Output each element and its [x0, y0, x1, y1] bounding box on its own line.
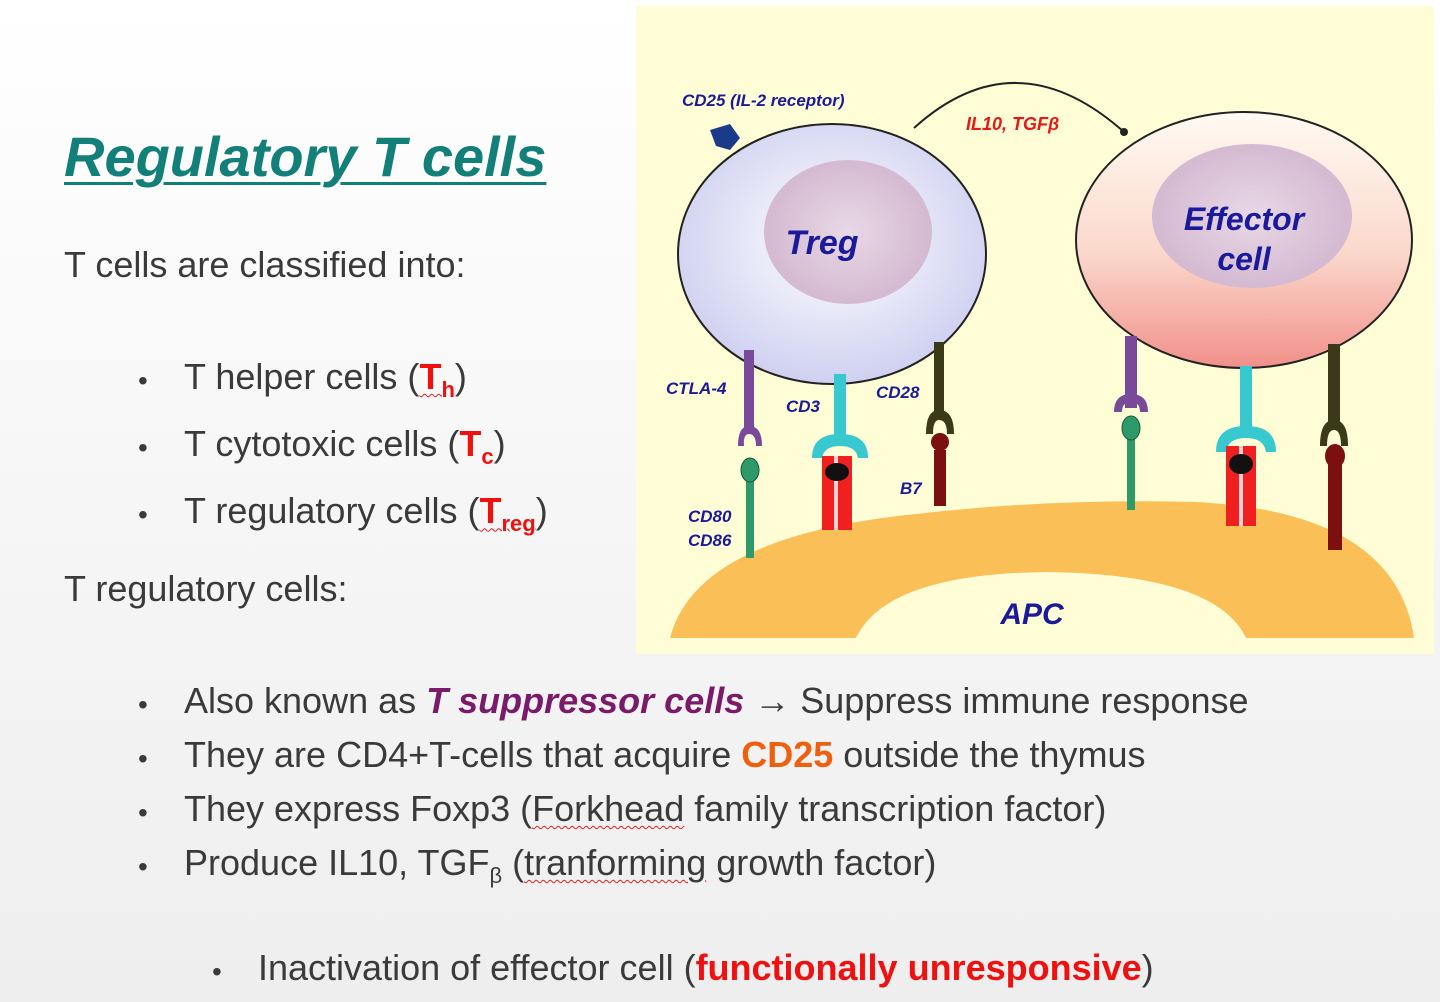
- mhc-groove: [834, 456, 838, 530]
- cd80-stalk: [746, 480, 754, 558]
- treg-nucleus: [764, 160, 932, 304]
- cd80-label: CD80: [688, 507, 732, 526]
- b7-stalk: [934, 450, 946, 506]
- effector-label-line1: Effector: [1184, 201, 1306, 237]
- cd25-receptor: [710, 124, 740, 150]
- effector-b7-head: [1325, 444, 1345, 468]
- t-regulatory-symbol: Treg: [479, 490, 536, 537]
- cd80-head: [740, 457, 760, 483]
- tcr-cup: [812, 434, 868, 458]
- list-item: Inactivation of effector cell (functiona…: [212, 944, 1154, 996]
- effector-label-line2: cell: [1217, 241, 1271, 277]
- effector-cd3-stalk: [1240, 366, 1252, 428]
- ctla4-cup: [738, 426, 762, 446]
- t-suppressor-emphasis: T suppressor cells: [426, 680, 745, 721]
- apc-inner-cutout: [856, 572, 1246, 638]
- cd28-label: CD28: [876, 383, 920, 402]
- ctla4-label: CTLA-4: [666, 379, 727, 398]
- t-cell-class-list: T helper cells (Th) T cytotoxic cells (T…: [138, 350, 548, 552]
- effector-mhc-groove: [1239, 446, 1243, 526]
- cd25-emphasis: CD25: [741, 734, 834, 775]
- effector-cd80-head: [1121, 415, 1141, 441]
- list-item: They express Foxp3 (Forkhead family tran…: [138, 782, 1249, 840]
- b7-head: [931, 433, 949, 451]
- cd3-stalk: [834, 374, 846, 436]
- cd3-label: CD3: [786, 397, 821, 416]
- list-item: T helper cells (Th): [138, 350, 548, 417]
- list-item: T regulatory cells (Treg): [138, 484, 548, 551]
- inactivation-list: Inactivation of effector cell (functiona…: [212, 944, 1154, 996]
- ctla4-receptor: [744, 350, 754, 432]
- apc-cell: [670, 501, 1414, 638]
- b7-label: B7: [900, 479, 923, 498]
- cd86-label: CD86: [688, 531, 732, 550]
- treg-heading: T regulatory cells:: [64, 568, 348, 609]
- page-title: Regulatory T cells: [64, 125, 547, 188]
- cd28-stalk: [934, 342, 944, 420]
- effector-ctla4-stalk: [1125, 336, 1137, 408]
- apc-label: APC: [999, 598, 1065, 631]
- treg-label: Treg: [785, 224, 858, 262]
- list-item: They are CD4+T-cells that acquire CD25 o…: [138, 728, 1249, 786]
- list-item: Produce IL10, TGFβ (tranforming growth f…: [138, 836, 1249, 903]
- effector-tcr-cup: [1216, 426, 1276, 452]
- cd25-label: CD25 (IL-2 receptor): [682, 91, 845, 110]
- treg-mechanism-diagram: APC IL10, TGFβ CD25 (IL-2 receptor) Treg…: [636, 6, 1434, 654]
- effector-nucleus: [1152, 144, 1352, 288]
- effector-b7-stalk: [1328, 462, 1342, 550]
- tranforming-word: tranforming: [524, 842, 707, 883]
- treg-fact-list: Also known as T suppressor cells → Suppr…: [138, 674, 1249, 903]
- forkhead-word: Forkhead: [532, 788, 685, 829]
- cytokine-label: IL10, TGFβ: [966, 114, 1059, 134]
- effector-antigen-peptide: [1229, 454, 1253, 474]
- intro-text: T cells are classified into:: [64, 244, 466, 285]
- t-cytotoxic-symbol: Tc: [459, 423, 494, 470]
- t-helper-symbol: Th: [419, 356, 455, 403]
- list-item: T cytotoxic cells (Tc): [138, 417, 548, 484]
- cd28-cup: [926, 410, 954, 434]
- effector-ctla4-cup: [1114, 394, 1148, 412]
- list-item: Also known as T suppressor cells → Suppr…: [138, 674, 1249, 732]
- functionally-unresponsive-emphasis: functionally unresponsive: [695, 947, 1142, 988]
- cytokine-arrow: [913, 82, 1125, 133]
- effector-cd28-stalk: [1328, 344, 1340, 428]
- effector-cd28-cup: [1320, 420, 1348, 446]
- arrow-head: [1120, 128, 1128, 136]
- antigen-peptide: [825, 463, 849, 481]
- effector-cd80-stalk: [1127, 436, 1135, 510]
